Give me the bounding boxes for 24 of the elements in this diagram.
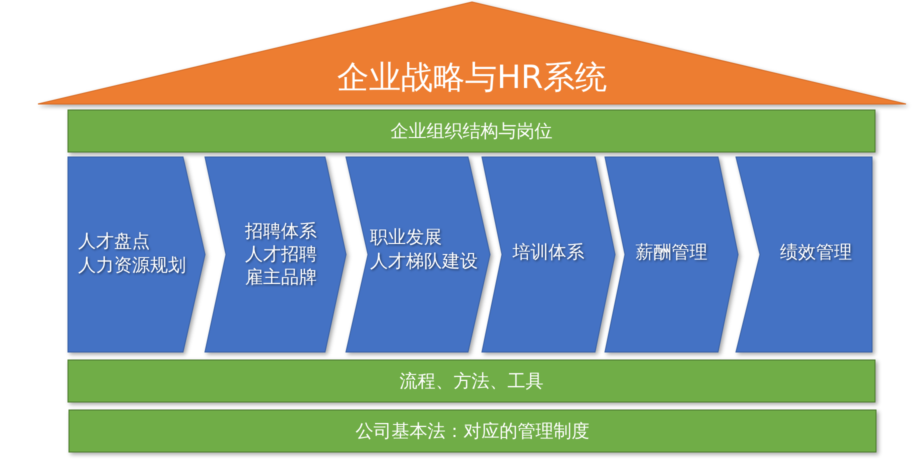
step-text: 薪酬管理: [636, 241, 708, 265]
step-text: 人才梯队建设: [370, 250, 478, 274]
step-text: 人力资源规划: [78, 254, 186, 278]
roof-triangle: [38, 2, 906, 104]
banner-text: 流程、方法、工具: [400, 370, 544, 393]
chevron-step: [482, 157, 615, 352]
step-text: 人才盘点: [78, 230, 150, 254]
step-text: 雇主品牌: [245, 266, 317, 289]
chevron-step: [605, 157, 738, 352]
step-text: 绩效管理: [780, 241, 852, 265]
banner-text: 企业组织结构与岗位: [390, 120, 552, 143]
step-text: 人才招聘: [245, 243, 317, 266]
step-text: 培训体系: [512, 241, 584, 265]
banner-bar: [69, 410, 876, 452]
banner-bar: [68, 360, 875, 402]
step-text: 招聘体系: [245, 220, 317, 243]
banner-bar: [68, 110, 875, 152]
banner-text: 公司基本法：对应的管理制度: [356, 420, 590, 443]
roof-title: 企业战略与HR系统: [336, 57, 608, 97]
chevron-step: [205, 157, 346, 352]
chevron-step: [68, 157, 205, 352]
step-text: 职业发展: [370, 226, 442, 250]
chevron-step: [736, 157, 872, 352]
chevron-step: [346, 157, 490, 352]
